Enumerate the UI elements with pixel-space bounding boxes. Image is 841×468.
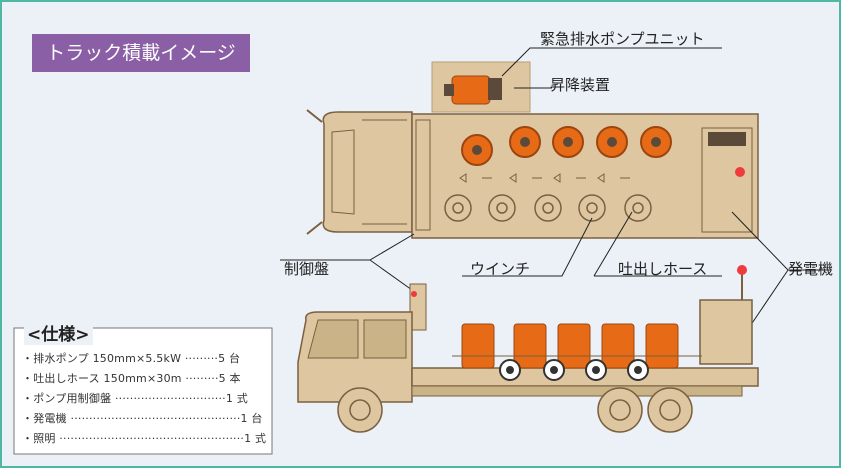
winch-row-top [444,194,652,222]
pump-unit-on-lift [444,75,502,105]
page-title: トラック積載イメージ [32,34,250,72]
spec-item: ・吐出しホース 150mm×30m ·········5 本 [22,372,241,385]
spec-title: <仕様> [24,320,93,345]
leader-control [280,233,415,261]
spec-item: ・排水ポンプ 150mm×5.5kW ·········5 台 [22,352,241,365]
truck-bed-side [411,367,759,387]
label-generator: 発電機 [788,260,834,278]
label-lift-device: 昇降装置 [550,76,611,94]
valve-row [459,173,630,183]
leader-pump-unit [501,47,722,77]
label-winch: ウインチ [470,260,531,278]
spec-item: ・ポンプ用制御盤 ······························1… [22,392,248,405]
label-control-panel: 制御盤 [284,260,330,278]
label-pump-unit: 緊急排水ポンプユニット [540,30,705,48]
spec-item: ・発電機 ···································… [22,412,263,425]
pump-wheels [499,359,649,381]
truck-wheels [337,387,693,433]
label-discharge-hose: 吐出しホース [618,260,708,278]
generator-side [699,299,753,365]
truck-cab-top [322,111,413,233]
pump-row-side [461,323,679,369]
pump-row-top [461,126,672,166]
leader-winch [462,217,593,277]
spec-item: ・照明 ····································… [22,432,267,445]
truck-bed-top [411,113,759,239]
